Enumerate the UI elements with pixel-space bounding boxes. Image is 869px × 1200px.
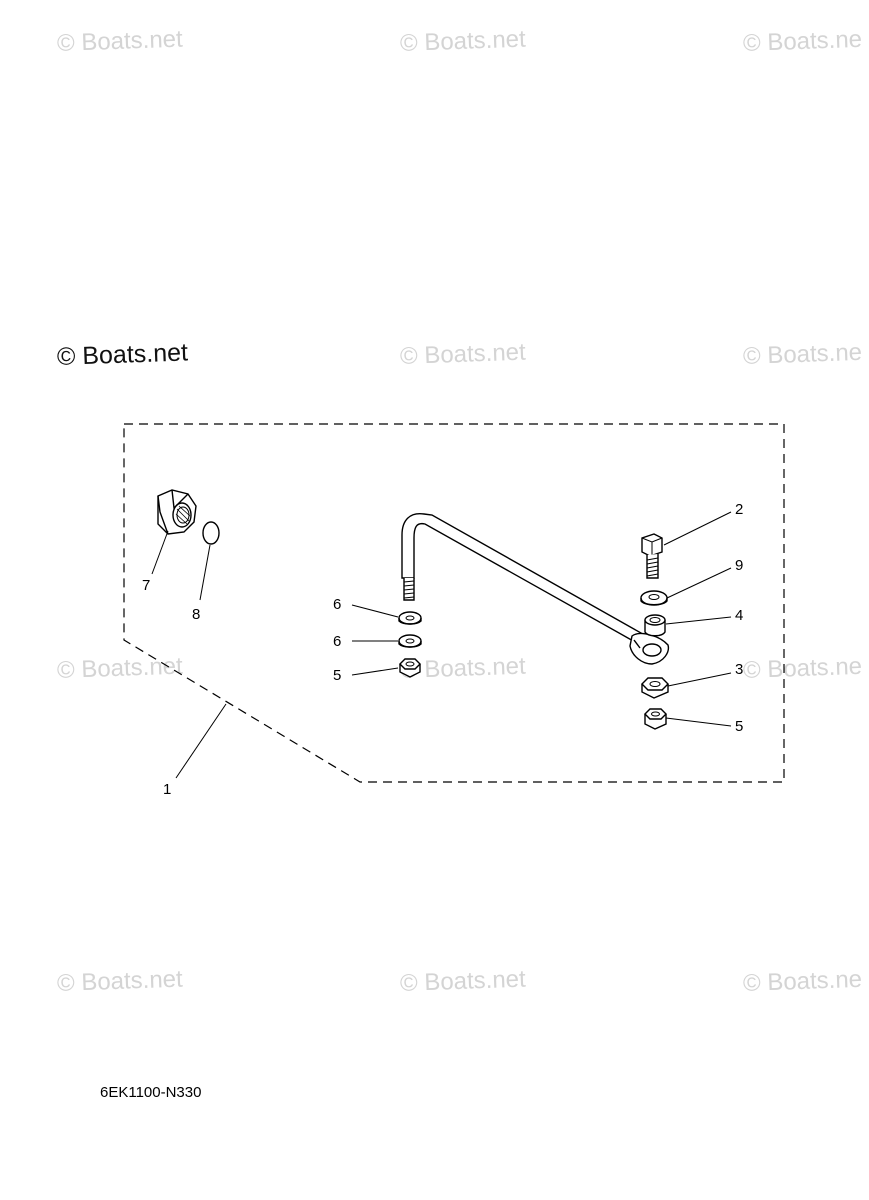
- adapter-nut-part: [157, 489, 197, 535]
- callout-8: 8: [192, 606, 200, 623]
- nut-part: [641, 677, 669, 699]
- washer-part-lower: [398, 634, 422, 648]
- washer-part: [640, 590, 668, 606]
- locknut-part-left: [399, 658, 421, 678]
- locknut-part-right: [644, 708, 667, 730]
- leader-lines: [151, 511, 732, 779]
- diagram-code: 6EK1100-N330: [100, 1084, 202, 1101]
- kit-boundary: [123, 423, 785, 783]
- collar-part: [644, 614, 666, 637]
- o-ring-part: [202, 521, 220, 545]
- callout-6: 6: [333, 596, 341, 613]
- callout-5: 5: [333, 667, 341, 684]
- callout-4: 4: [735, 607, 743, 624]
- bolt-part: [641, 533, 663, 579]
- callout-6: 6: [333, 633, 341, 650]
- steering-rod-part: [401, 513, 670, 665]
- callout-5: 5: [735, 718, 743, 735]
- washer-part-upper: [398, 611, 422, 625]
- callout-9: 9: [735, 557, 743, 574]
- callout-7: 7: [142, 577, 150, 594]
- callout-3: 3: [735, 661, 743, 678]
- callout-1: 1: [163, 781, 171, 798]
- callout-2: 2: [735, 501, 743, 518]
